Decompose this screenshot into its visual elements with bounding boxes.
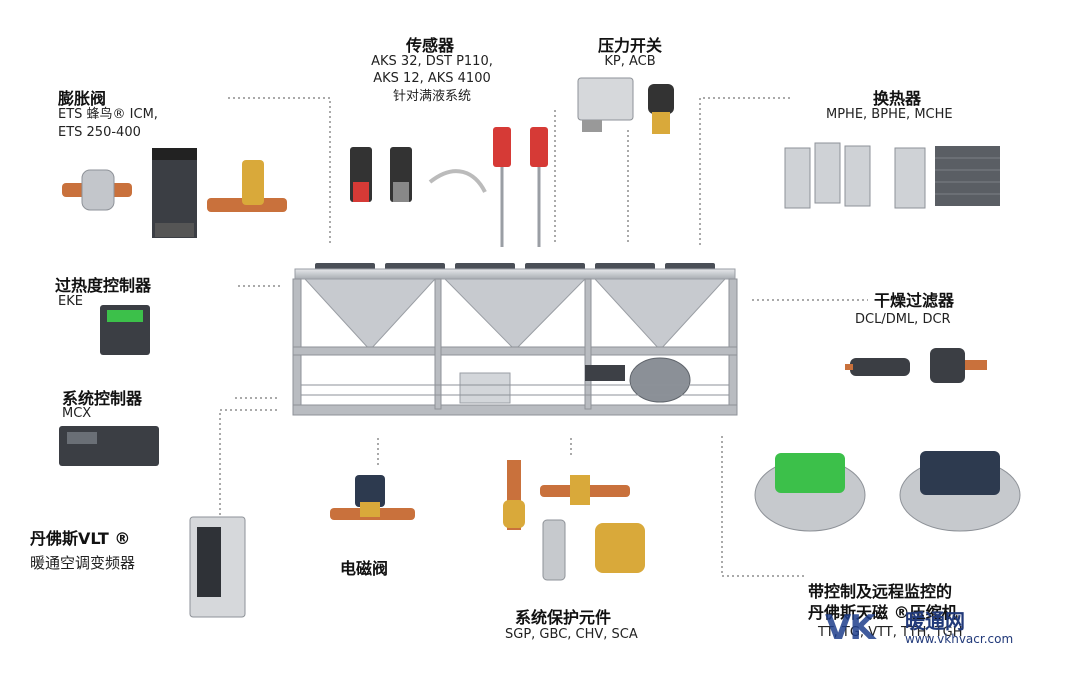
expansion-valve-products bbox=[62, 148, 287, 238]
filter-drier-products bbox=[845, 348, 987, 383]
vlt-subtitle: 暖通空调变频器 bbox=[30, 554, 136, 572]
superheat-controller-product bbox=[100, 305, 150, 355]
pressure-switch-models: KP, ACB bbox=[604, 54, 656, 69]
expansion-valve-title: 膨胀阀 bbox=[58, 89, 107, 108]
sensor-models-2: AKS 12, AKS 4100 bbox=[373, 71, 491, 86]
watermark-url: www.vkhvacr.com bbox=[905, 632, 1014, 646]
heat-exchanger-products bbox=[784, 142, 1000, 209]
watermark-logo: VK bbox=[825, 608, 876, 648]
sensor-products bbox=[350, 127, 548, 247]
pressure-switch-products bbox=[577, 77, 674, 134]
system-controller-models: MCX bbox=[62, 406, 92, 421]
superheat-controller-models: EKE bbox=[58, 294, 83, 309]
system-controller-title: 系统控制器 bbox=[62, 389, 143, 408]
solenoid-valve-title: 电磁阀 bbox=[340, 559, 389, 578]
sensor-title: 传感器 bbox=[405, 36, 454, 55]
compressor-products bbox=[754, 451, 1021, 532]
filter-drier-title: 干燥过滤器 bbox=[874, 291, 955, 310]
protection-models: SGP, GBC, CHV, SCA bbox=[505, 627, 638, 642]
expansion-valve-models-2: ETS 250-400 bbox=[58, 125, 141, 140]
vlt-title: 丹佛斯VLT ® bbox=[30, 529, 131, 548]
solenoid-valve-product bbox=[330, 475, 415, 520]
vlt-drive-product bbox=[189, 516, 246, 618]
sensor-models-1: AKS 32, DST P110, bbox=[371, 54, 493, 69]
expansion-valve-models-1: ETS 蜂鸟® ICM, bbox=[58, 107, 158, 122]
system-controller-product bbox=[59, 426, 159, 466]
compressor-subtitle: 丹佛斯天磁 ®压缩机 bbox=[808, 603, 958, 622]
sensor-note: 针对满液系统 bbox=[392, 89, 471, 104]
protection-title: 系统保护元件 bbox=[515, 608, 612, 627]
pressure-switch-title: 压力开关 bbox=[597, 36, 662, 55]
protection-products bbox=[503, 460, 645, 581]
compressor-models: TT, TG, VTT, TTH, TGH bbox=[818, 625, 963, 640]
watermark-text: 暖通网 bbox=[905, 609, 965, 633]
compressor-title: 带控制及远程监控的 bbox=[808, 582, 953, 601]
heat-exchanger-models: MPHE, BPHE, MCHE bbox=[826, 107, 953, 122]
chiller-unit bbox=[292, 263, 738, 416]
superheat-controller-title: 过热度控制器 bbox=[55, 276, 152, 295]
heat-exchanger-title: 换热器 bbox=[873, 89, 922, 108]
filter-drier-models: DCL/DML, DCR bbox=[855, 312, 951, 327]
